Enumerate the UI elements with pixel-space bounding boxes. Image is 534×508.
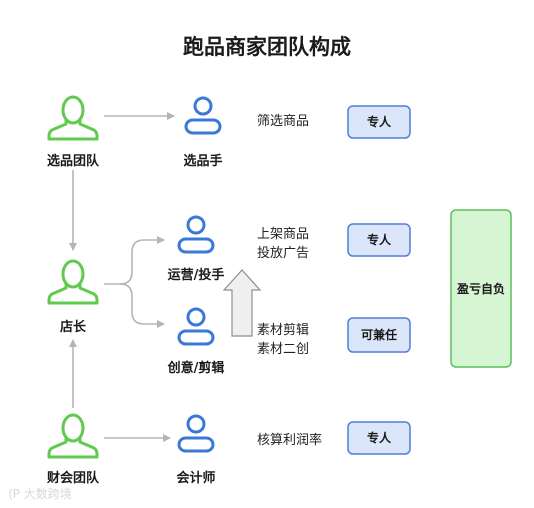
user-icon-selection-team — [47, 95, 99, 141]
tag-operator: 专人 — [347, 223, 411, 257]
desc-selector: 筛选商品 — [257, 114, 309, 129]
desc-creative-line1: 素材剪辑 — [257, 322, 309, 338]
user-icon-manager — [47, 259, 99, 305]
user-icon-operator — [177, 215, 215, 254]
team-label-manager: 店长 — [60, 319, 87, 335]
team-label-selection: 选品团队 — [47, 153, 100, 169]
team-label-finance: 财会团队 — [47, 470, 100, 486]
user-icon-finance-team — [47, 413, 99, 459]
connectors — [69, 112, 175, 442]
tag-operator-label: 专人 — [367, 232, 392, 247]
user-icon-creative — [177, 307, 215, 346]
tag-selector: 专人 — [347, 105, 411, 139]
arrow-manager-to-creative — [119, 283, 165, 328]
tag-creative: 可兼任 — [347, 317, 411, 353]
diagram-title: 跑品商家团队构成 — [183, 35, 351, 59]
role-label-selector: 选品手 — [183, 153, 222, 169]
role-label-accountant: 会计师 — [176, 470, 215, 486]
desc-creative-line2: 素材二创 — [257, 342, 309, 357]
tag-selector-label: 专人 — [367, 114, 392, 129]
watermark-text: ⟨P 大数跨境 — [8, 486, 72, 501]
tag-accountant: 专人 — [347, 421, 411, 455]
user-icon-accountant — [177, 414, 215, 453]
arrow-manager-to-operator — [104, 236, 165, 285]
user-icon-selector — [184, 96, 222, 135]
tag-accountant-label: 专人 — [367, 430, 392, 445]
desc-operator-line1: 上架商品 — [257, 227, 309, 242]
profit-loss-box: 盈亏自负 — [450, 209, 512, 368]
desc-accountant: 核算利润率 — [257, 432, 322, 448]
tag-creative-label: 可兼任 — [361, 327, 397, 342]
profit-loss-label: 盈亏自负 — [456, 281, 505, 296]
role-label-creative: 创意/剪辑 — [167, 360, 225, 376]
block-arrow-up — [222, 269, 262, 337]
role-label-operator: 运营/投手 — [168, 267, 225, 283]
desc-operator-line2: 投放广告 — [257, 245, 309, 261]
